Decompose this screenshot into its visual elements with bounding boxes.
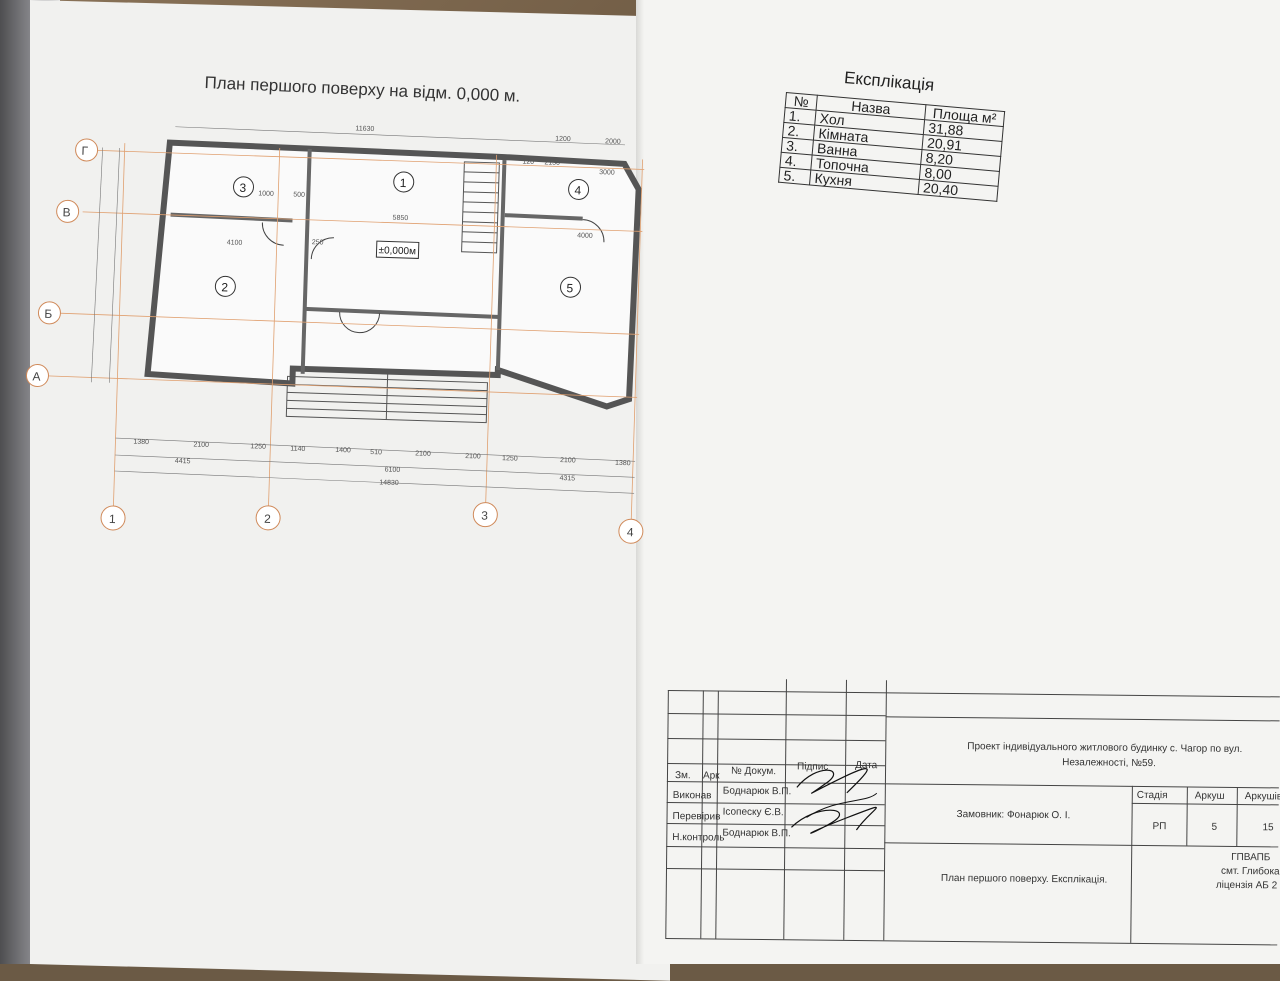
dim-inner: 2130 [544, 159, 560, 166]
name-executor: Боднарюк В.П. [722, 785, 792, 798]
dim-top-1: 1200 [555, 136, 571, 143]
dim-bottom: 2100 [415, 450, 431, 457]
axis-letter-v: В [62, 205, 70, 219]
name-checker: Ісопеску Є.В. [722, 806, 784, 819]
dim-bottom: 2100 [465, 453, 481, 460]
room-label-3: 3 [239, 181, 246, 195]
dim-bottom: 510 [370, 449, 382, 456]
explication-table: № Назва Площа м² 1. Хол 31,88 2. Кімната… [778, 92, 1005, 202]
outer-walls [144, 139, 642, 410]
sheet-label: Аркуш [1194, 790, 1225, 802]
axis-number-4: 4 [627, 525, 634, 539]
dim-inner: 1000 [258, 190, 274, 197]
role-executor: Виконав [672, 790, 712, 802]
room-label-1: 1 [399, 176, 406, 190]
dim-bottom: 1140 [290, 446, 305, 453]
col-header-zm: Зм. [674, 770, 691, 782]
sheet-value: 5 [1211, 821, 1218, 833]
right-page [640, 0, 1280, 964]
dim-bottom: 2100 [193, 441, 209, 448]
stage-label: Стадія [1136, 789, 1168, 802]
axis-marker [75, 138, 99, 162]
dim-bottom-sub: 4315 [559, 475, 575, 482]
customer-name: Замовник: Фонарюк О. І. [956, 809, 1071, 822]
dim-inner: 250 [312, 239, 324, 246]
col-header-doc: № Докум. [730, 765, 777, 778]
room-label-5: 5 [566, 281, 573, 295]
dim-inner: 120 [522, 159, 534, 166]
dim-bottom: 1250 [502, 455, 518, 462]
role-checker: Перевірив [672, 811, 721, 823]
project-line-2: Незалежності, №59. [1062, 757, 1156, 770]
page-fold [636, 0, 644, 964]
axis-number-1: 1 [109, 512, 116, 526]
dim-bottom-sub: 4415 [175, 458, 191, 465]
row-number: 5. [778, 167, 811, 185]
signature-image [791, 768, 878, 834]
project-line-1: Проект індивідуального житлового будинку… [967, 741, 1243, 756]
floor-plan-drawing: Г В Б А 1 2 3 4 3 1 4 2 5 ±0,000м [25, 125, 645, 544]
room-label-4: 4 [574, 183, 581, 197]
axis-number-3: 3 [481, 509, 488, 523]
dim-inner: 4000 [577, 232, 593, 239]
dim-bottom: 1250 [250, 443, 266, 450]
room-label-2: 2 [221, 280, 228, 294]
dim-inner: 500 [293, 191, 305, 198]
axis-number-2: 2 [264, 512, 271, 526]
dim-bottom-total: 14830 [379, 479, 399, 487]
role-norm-control: Н.контроль [672, 832, 725, 844]
dim-inner: 3000 [599, 169, 615, 176]
level-mark: ±0,000м [378, 245, 416, 257]
dim-top-total: 11630 [355, 125, 374, 133]
org-name: ГПВАПБ [1231, 851, 1271, 864]
dim-inner: 5850 [392, 215, 408, 222]
org-license: ліцензія АБ 2 [1215, 879, 1278, 892]
sheet-title: План першого поверху. Експлікація. [940, 872, 1108, 886]
sheets-value: 15 [1262, 822, 1274, 834]
axis-letter-g: Г [81, 144, 88, 158]
col-header-ark: Арк [702, 770, 720, 782]
stage-value: РП [1152, 821, 1167, 833]
org-location: смт. Глибока [1220, 865, 1280, 878]
name-norm-control: Боднарюк В.П. [722, 827, 791, 840]
dim-bottom: 1380 [615, 460, 631, 467]
dim-bottom: 1400 [335, 447, 351, 454]
dim-top-2: 2000 [605, 138, 621, 145]
dim-bottom: 1380 [133, 439, 149, 446]
sheets-label: Аркушів [1244, 791, 1280, 803]
title-block: Зм. Арк № Докум. Підпис Дата Виконав Бод… [665, 678, 1280, 957]
axis-letter-b: Б [44, 307, 52, 321]
dim-bottom: 2100 [560, 457, 576, 464]
axis-letter-a: А [32, 369, 40, 383]
dim-bottom-sub: 6100 [385, 466, 401, 473]
dim-inner: 4100 [227, 239, 243, 246]
